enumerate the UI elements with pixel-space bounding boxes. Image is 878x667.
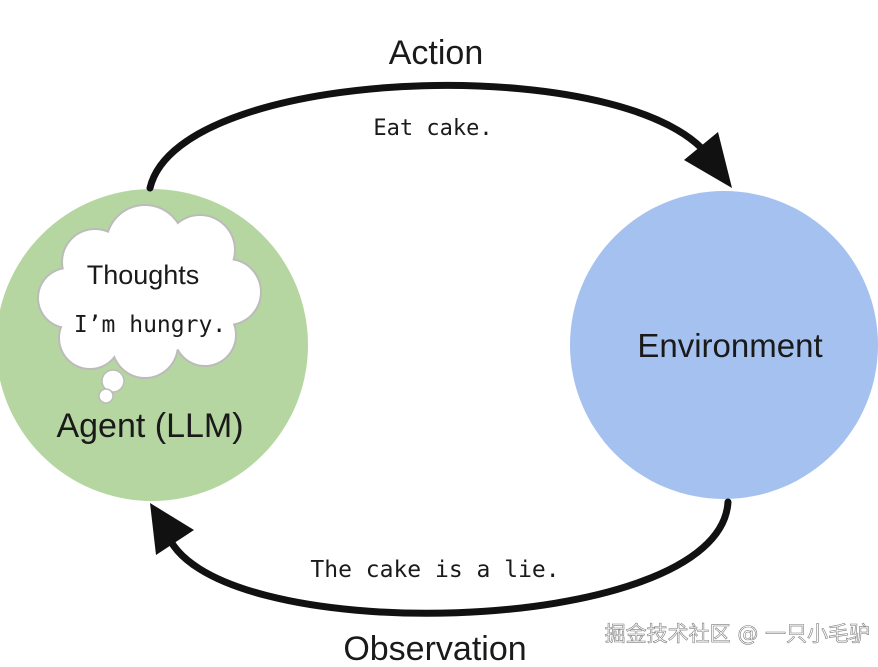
action-arrowhead <box>684 132 732 188</box>
action-label: Action <box>389 34 484 72</box>
thought-cloud <box>37 204 262 404</box>
action-text: Eat cake. <box>373 116 492 141</box>
observation-label: Observation <box>343 630 526 667</box>
environment-circle <box>570 191 878 499</box>
thoughts-title: Thoughts <box>87 260 200 290</box>
thought-text: I’m hungry. <box>74 312 226 338</box>
observation-arrow <box>162 498 732 617</box>
observation-arrowhead <box>150 503 194 555</box>
environment-label: Environment <box>637 327 822 364</box>
action-arrow <box>146 81 720 192</box>
thought-bubble-dot-large <box>101 369 125 393</box>
thought-bubble-dot-small <box>98 388 114 404</box>
watermark: 掘金技术社区 @ 一只小毛驴 <box>605 622 870 646</box>
agent-label: Agent (LLM) <box>56 407 243 445</box>
observation-text: The cake is a lie. <box>310 557 559 583</box>
